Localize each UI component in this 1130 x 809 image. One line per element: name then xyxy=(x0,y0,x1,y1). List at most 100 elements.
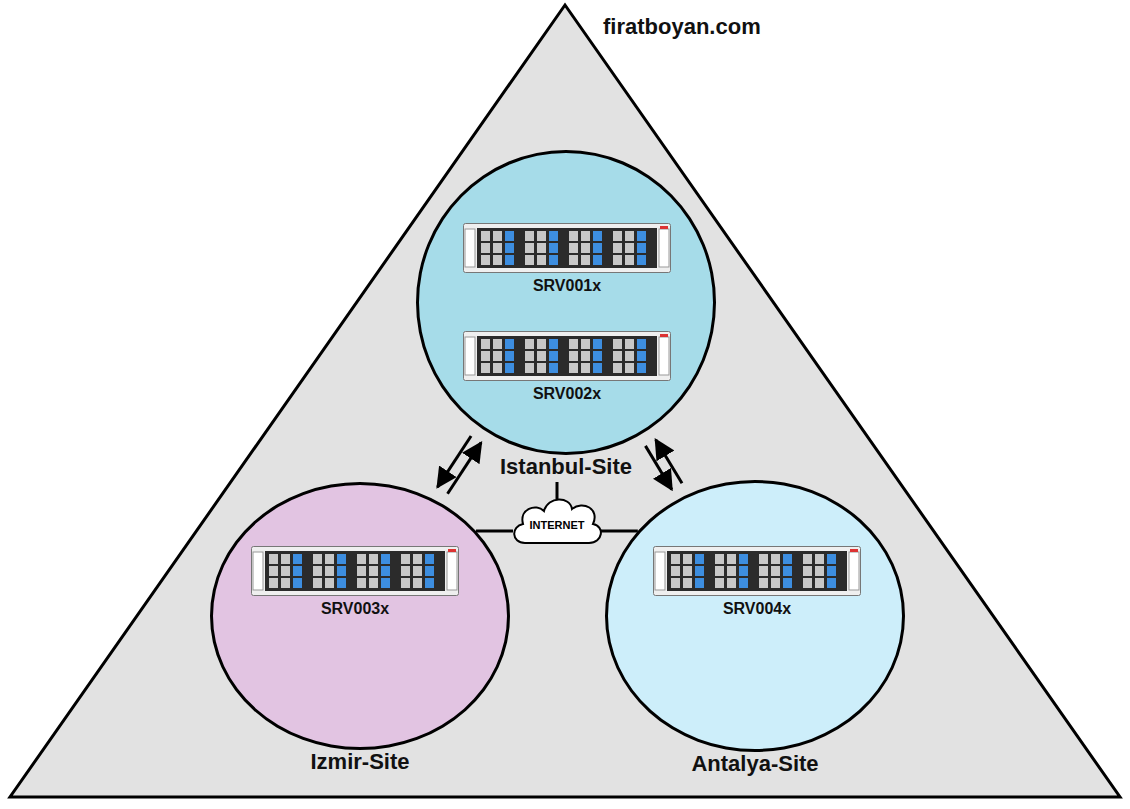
drive-bay xyxy=(357,554,366,564)
drive-bay xyxy=(525,231,534,241)
drive-bay xyxy=(593,339,602,349)
drive-bay xyxy=(313,566,322,576)
drive-bay xyxy=(549,351,558,361)
drive-bay xyxy=(549,363,558,373)
server-node: SRV003x xyxy=(251,546,459,618)
drive-bay xyxy=(481,339,490,349)
drive-bay xyxy=(337,566,346,576)
drive-bay xyxy=(413,554,422,564)
drive-bay xyxy=(369,554,378,564)
server-label: SRV004x xyxy=(653,600,861,618)
connector xyxy=(476,531,513,532)
drive-bay xyxy=(401,578,410,588)
drive-bay xyxy=(727,578,736,588)
drive-bay xyxy=(625,231,634,241)
server-chassis xyxy=(654,547,861,596)
server-node: SRV001x xyxy=(463,223,671,295)
drive-bay xyxy=(549,339,558,349)
server-label: SRV001x xyxy=(463,277,671,295)
drive-bay xyxy=(481,231,490,241)
drive-bay xyxy=(759,566,768,576)
drive-bay xyxy=(695,578,704,588)
drive-bay xyxy=(493,363,502,373)
drive-bay xyxy=(537,363,546,373)
drive-bay xyxy=(493,231,502,241)
drive-bay xyxy=(425,566,434,576)
server-handle xyxy=(659,337,669,375)
drive-bay xyxy=(481,255,490,265)
drive-bay xyxy=(637,363,646,373)
server-icon xyxy=(251,546,459,596)
drive-bay xyxy=(413,578,422,588)
drive-bay xyxy=(401,566,410,576)
drive-bay xyxy=(537,351,546,361)
drive-bay xyxy=(325,578,334,588)
drive-bay xyxy=(803,566,812,576)
drive-bay xyxy=(827,566,836,576)
server-led xyxy=(448,549,456,552)
server-handle xyxy=(447,552,457,590)
server-icon xyxy=(463,223,671,273)
drive-bay xyxy=(715,566,724,576)
drive-bay xyxy=(637,243,646,253)
server-label: SRV002x xyxy=(463,385,671,403)
drive-bay xyxy=(593,351,602,361)
server-chassis xyxy=(464,224,671,273)
drive-bay xyxy=(671,554,680,564)
drive-bay xyxy=(425,554,434,564)
drive-bay xyxy=(505,351,514,361)
drive-bay xyxy=(505,339,514,349)
drive-bay xyxy=(637,255,646,265)
drive-bay xyxy=(581,339,590,349)
drive-bay xyxy=(739,566,748,576)
sync-arrow xyxy=(448,443,482,494)
server-label: SRV003x xyxy=(251,600,459,618)
drive-bay xyxy=(783,578,792,588)
drive-bay xyxy=(569,231,578,241)
drive-bay xyxy=(525,339,534,349)
drive-bay xyxy=(625,243,634,253)
drive-bay xyxy=(505,255,514,265)
drive-bay xyxy=(613,231,622,241)
drive-bay xyxy=(357,578,366,588)
drive-bay xyxy=(269,566,278,576)
drive-bay xyxy=(727,554,736,564)
drive-bay xyxy=(293,554,302,564)
drive-bay xyxy=(413,566,422,576)
drive-bay xyxy=(493,243,502,253)
drive-bay xyxy=(827,578,836,588)
drive-bay xyxy=(827,554,836,564)
drive-bay xyxy=(613,339,622,349)
drive-bay xyxy=(369,578,378,588)
drive-bay xyxy=(625,255,634,265)
internet-cloud: INTERNET xyxy=(510,493,604,549)
connector xyxy=(557,482,558,499)
drive-bay xyxy=(337,554,346,564)
drive-bay xyxy=(815,554,824,564)
server-handle xyxy=(465,229,475,267)
connector xyxy=(438,436,482,494)
server-panel xyxy=(477,228,657,268)
server-chassis xyxy=(252,547,459,596)
drive-bay xyxy=(593,243,602,253)
drive-bay xyxy=(357,566,366,576)
drive-bay xyxy=(815,578,824,588)
drive-bay xyxy=(493,255,502,265)
drive-bay xyxy=(637,231,646,241)
drive-bay xyxy=(505,243,514,253)
drive-bay xyxy=(695,554,704,564)
site-circle: Istanbul-SiteSRV001xSRV002x xyxy=(416,150,716,455)
drive-bay xyxy=(683,578,692,588)
drive-bay xyxy=(369,566,378,576)
drive-bay xyxy=(525,363,534,373)
drive-bay xyxy=(803,554,812,564)
server-chassis xyxy=(464,332,671,381)
drive-bay xyxy=(759,578,768,588)
drive-bay xyxy=(715,578,724,588)
network-link xyxy=(476,530,513,533)
drive-bay xyxy=(325,566,334,576)
drive-bay xyxy=(525,243,534,253)
drive-bay xyxy=(281,566,290,576)
server-handle xyxy=(849,552,859,590)
